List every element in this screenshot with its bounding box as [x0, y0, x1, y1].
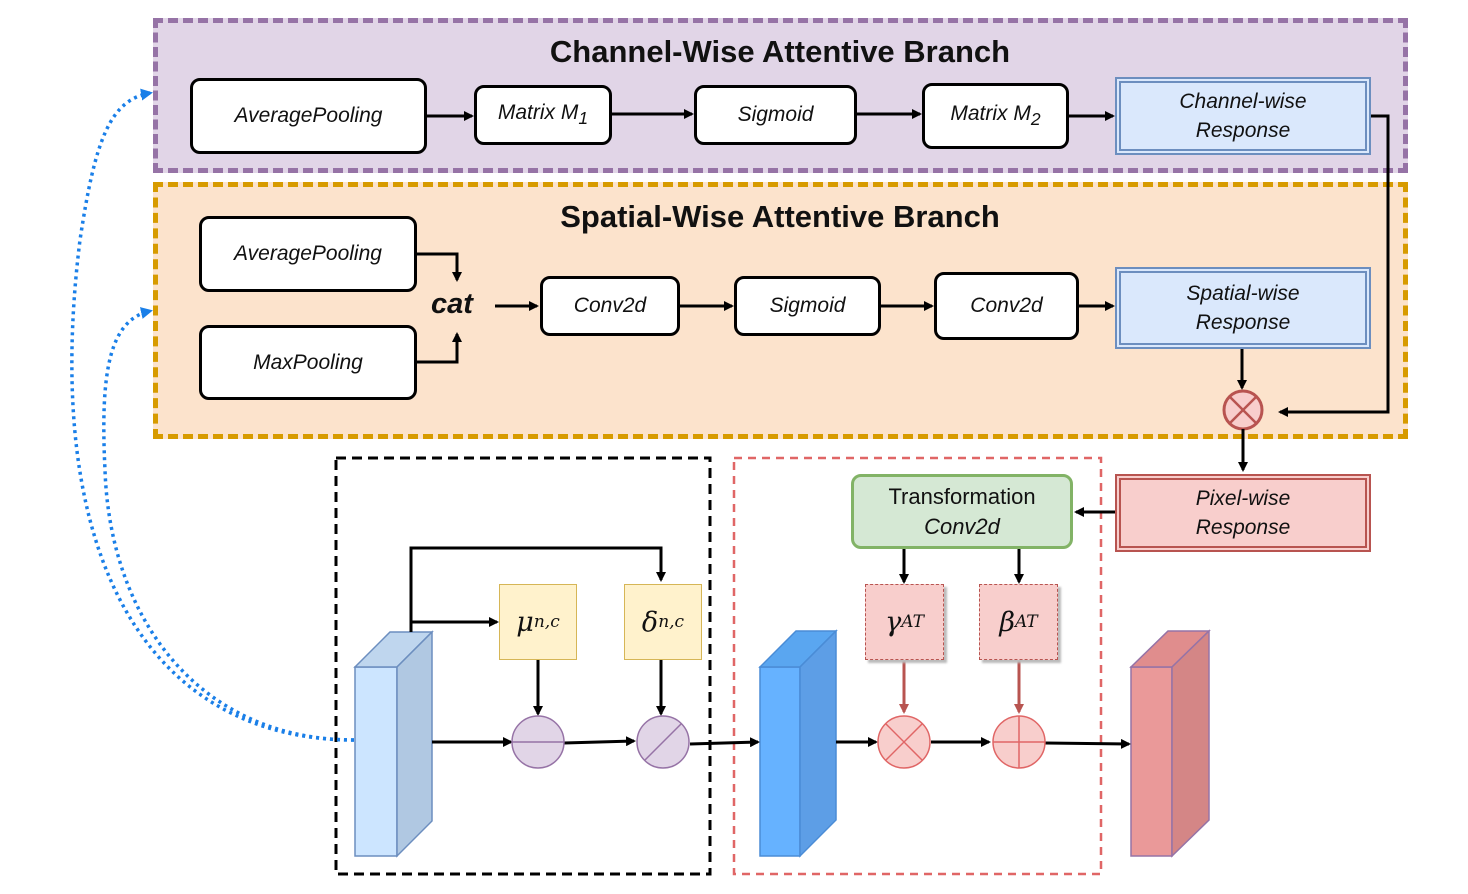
response-line: Response	[1195, 119, 1291, 142]
node-label: Conv2d	[573, 294, 647, 317]
spatial-avgpool-node: AveragePooling	[199, 216, 417, 292]
node-label: AveragePooling	[234, 104, 383, 127]
mu-subscript: n,c	[533, 612, 560, 632]
response-line: Channel-wise	[1179, 90, 1307, 113]
response-line: Response	[1195, 311, 1291, 334]
response-line: Response	[1195, 516, 1291, 539]
affine-container	[732, 456, 1103, 876]
matrix-m1-text: Matrix M	[497, 100, 579, 124]
node-label: Sigmoid	[769, 294, 846, 317]
beta-symbol: β	[999, 606, 1015, 638]
spatial-branch-title: Spatial-Wise Attentive Branch	[560, 199, 1000, 234]
matrix-m2-node: Matrix M2	[922, 83, 1069, 149]
spatial-response-node: Spatial-wise Response	[1115, 267, 1371, 349]
response-line: Pixel-wise	[1195, 487, 1291, 510]
transformation-node: Transformation Conv2d	[851, 474, 1073, 549]
arrow-input-delta	[409, 546, 666, 632]
arrow-avgpool-cat	[417, 252, 462, 282]
matrix-m2-subscript: 2	[1030, 109, 1041, 130]
arrow-add-output	[1044, 738, 1131, 749]
node-label: Sigmoid	[737, 103, 814, 126]
spatial-sigmoid-node: Sigmoid	[734, 276, 881, 336]
node-label: Conv2d	[970, 294, 1043, 317]
link-input-to-spatial-branch	[102, 307, 355, 742]
spatial-conv-node-2: Conv2d	[934, 272, 1079, 340]
spatial-maxpool-node: MaxPooling	[199, 325, 417, 400]
cat-label: cat	[431, 288, 473, 320]
normalized-feature-cube	[758, 629, 838, 858]
channel-branch-title: Channel-Wise Attentive Branch	[549, 34, 1011, 69]
pixel-response-node: Pixel-wise Response	[1115, 474, 1371, 552]
delta-symbol: δ	[641, 606, 659, 638]
transformation-line: Transformation	[888, 483, 1036, 509]
arrow-channel-response-multiply	[1278, 114, 1390, 417]
link-input-to-channel-branch	[70, 88, 355, 742]
gamma-subscript: AT	[901, 612, 924, 632]
matrix-m1-subscript: 1	[578, 108, 589, 129]
transformation-line: Conv2d	[924, 513, 1000, 539]
input-feature-cube	[353, 630, 434, 858]
channel-response-node: Channel-wise Response	[1115, 77, 1371, 155]
add-operator-icon	[992, 715, 1046, 769]
channel-sigmoid-node: Sigmoid	[694, 85, 857, 145]
arrow-subtract-divide	[563, 736, 636, 747]
beta-subscript: AT	[1014, 612, 1038, 632]
multiply-operator-icon	[877, 715, 931, 769]
node-label: AveragePooling	[234, 242, 382, 265]
matrix-m2-text: Matrix M	[950, 101, 1031, 125]
node-label: MaxPooling	[253, 350, 363, 374]
response-line: Spatial-wise	[1186, 282, 1300, 305]
matrix-m1-node: Matrix M1	[474, 85, 612, 145]
arrow-divide-normalized	[689, 737, 760, 748]
mu-symbol: μ	[516, 606, 534, 638]
multiply-operator-icon	[1222, 389, 1264, 431]
delta-subscript: n,c	[658, 612, 685, 632]
divide-operator-icon	[636, 715, 690, 769]
normalization-container	[334, 456, 712, 876]
channel-avgpool-node: AveragePooling	[190, 78, 427, 154]
subtract-operator-icon	[511, 715, 565, 769]
gamma-symbol: γ	[885, 606, 902, 638]
node-label: Matrix M2	[950, 102, 1040, 130]
output-feature-cube	[1129, 629, 1211, 858]
spatial-conv-node-1: Conv2d	[540, 276, 680, 336]
arrow-maxpool-cat	[417, 332, 462, 364]
node-label: Matrix M1	[498, 101, 588, 129]
